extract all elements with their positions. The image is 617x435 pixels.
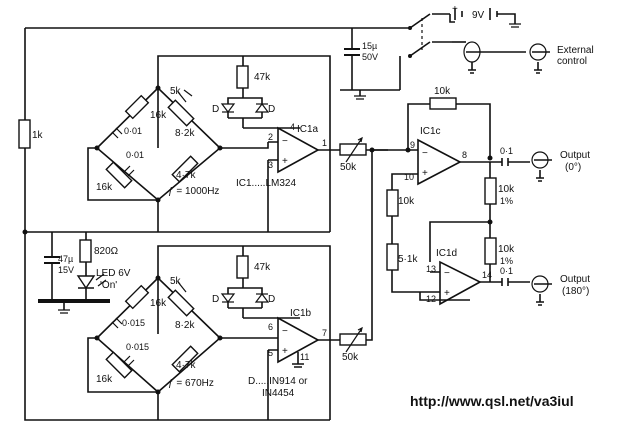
bottom-diode-note1: D.....IN914 or: [248, 376, 308, 387]
top-pin1: 1: [322, 138, 327, 148]
ic1d-plus: +: [444, 288, 450, 299]
top-r4k7: 4·7k: [176, 170, 196, 181]
battery-label: 9V: [472, 10, 485, 21]
top-oscillator: 16k 5k 8·2k 0·01 0·01 16k 4·7k ƒ = 1000H…: [87, 55, 388, 232]
top-c001-b: 0·01: [126, 150, 144, 160]
ic1d-name: IC1d: [436, 248, 457, 259]
divider-rbot-tol: 1%: [500, 256, 513, 266]
divider-rbot: 10k: [498, 244, 515, 255]
bottom-diode-b: D: [268, 294, 275, 305]
bottom-opamp-plus: +: [282, 346, 288, 357]
external-control-line1: External: [557, 45, 594, 56]
bottom-pin5: 5: [268, 348, 273, 358]
output2-phase: (180°): [562, 286, 589, 297]
top-ic-note: IC1.....LM324: [236, 178, 296, 189]
top-pin4: 4: [290, 122, 295, 132]
ic1d-pin12: 12: [426, 294, 436, 304]
ic1c-cap: 0·1: [500, 146, 513, 156]
output2-label: Output: [560, 274, 590, 285]
bottom-ic-label: IC1b: [290, 308, 312, 319]
bottom-r47k: 47k: [254, 262, 271, 273]
top-diode-b: D: [268, 104, 275, 115]
bottom-opamp-minus: −: [282, 326, 288, 337]
cap-15u-voltage: 50V: [362, 52, 378, 62]
power-section: 15µ 50V + 9V External control: [25, 4, 594, 100]
bottom-r16k-b: 16k: [96, 374, 113, 385]
divider-rtop-tol: 1%: [500, 196, 513, 206]
ic1c-name: IC1c: [420, 126, 441, 137]
bottom-r8k2: 8·2k: [175, 320, 195, 331]
ic1c-rfb: 10k: [434, 86, 451, 97]
top-r16k-a: 16k: [150, 110, 167, 121]
divider-rtop: 10k: [498, 184, 515, 195]
led-label: LED 6V: [96, 268, 131, 279]
external-control-line2: control: [557, 56, 587, 67]
ic1d-pin13: 13: [426, 264, 436, 274]
output-stage: 10k − + IC1c 9 10 8 10k 5·1k 0·1 Output …: [369, 86, 590, 306]
bottom-freq: ƒ = 670Hz: [168, 378, 214, 389]
bottom-c-a: 0·015: [122, 318, 145, 328]
top-r8k2: 8·2k: [175, 128, 195, 139]
top-ic-label: IC1a: [297, 124, 319, 135]
resistor-820-label: 820Ω: [94, 246, 119, 257]
bottom-r5k: 5k: [170, 276, 182, 287]
output1-label: Output: [560, 150, 590, 161]
bottom-pin11: 11: [300, 352, 309, 362]
cap-15u-plate: [344, 48, 360, 50]
top-opamp-plus: +: [282, 156, 288, 167]
resistor-820: [79, 239, 92, 263]
top-pin3: 3: [268, 160, 273, 170]
bottom-oscillator: 16k 5k 8·2k 0·015 0·015 16k 4·7k ƒ = 670…: [87, 150, 373, 421]
top-opamp-minus: −: [282, 136, 288, 147]
top-r16k-b: 16k: [96, 182, 113, 193]
top-c001-a: 0·01: [124, 126, 142, 136]
top-freq: ƒ = 1000Hz: [168, 186, 219, 197]
bottom-pin7: 7: [322, 328, 327, 338]
top-r47k: 47k: [254, 72, 271, 83]
top-diode-a: D: [212, 104, 219, 115]
ic1c-pin8: 8: [462, 150, 467, 160]
top-pot: 50k: [340, 162, 357, 173]
ic1c-minus: −: [422, 148, 428, 159]
resistor-1k-label: 1k: [32, 130, 44, 141]
bottom-r4k7: 4·7k: [176, 360, 196, 371]
bottom-diode-note2: IN4454: [262, 388, 295, 399]
bottom-diode-a: D: [212, 294, 219, 305]
ic1c-pin10: 10: [404, 172, 414, 182]
ic1d-pin14: 14: [482, 270, 492, 280]
left-supply: 1k 47µ 15V 820Ω LED 6V 'On': [18, 28, 330, 421]
ic1c-rin: 10k: [398, 196, 415, 207]
output1-phase: (0°): [565, 162, 581, 173]
bottom-c-b: 0·015: [126, 342, 149, 352]
bottom-pin6: 6: [268, 322, 273, 332]
resistor-1k: [18, 119, 31, 149]
led-state: 'On': [100, 280, 117, 291]
source-url: http://www.qsl.net/va3iul: [410, 393, 574, 409]
cap-15u-label: 15µ: [362, 41, 377, 51]
bottom-r16k-a: 16k: [150, 298, 167, 309]
cap-47u-label: 47µ: [58, 254, 73, 264]
cap-15u-plate-b: [344, 54, 360, 56]
ic1d-rin: 5·1k: [398, 254, 418, 265]
cap-47u-voltage: 15V: [58, 265, 74, 275]
ic1d-cap: 0·1: [500, 266, 513, 276]
top-r5k: 5k: [170, 86, 182, 97]
ic1c-pin9: 9: [410, 140, 415, 150]
ic1c-plus: +: [422, 168, 428, 179]
bottom-pot: 50k: [342, 352, 359, 363]
ic1d-minus: −: [444, 268, 450, 279]
top-pin2: 2: [268, 132, 273, 142]
